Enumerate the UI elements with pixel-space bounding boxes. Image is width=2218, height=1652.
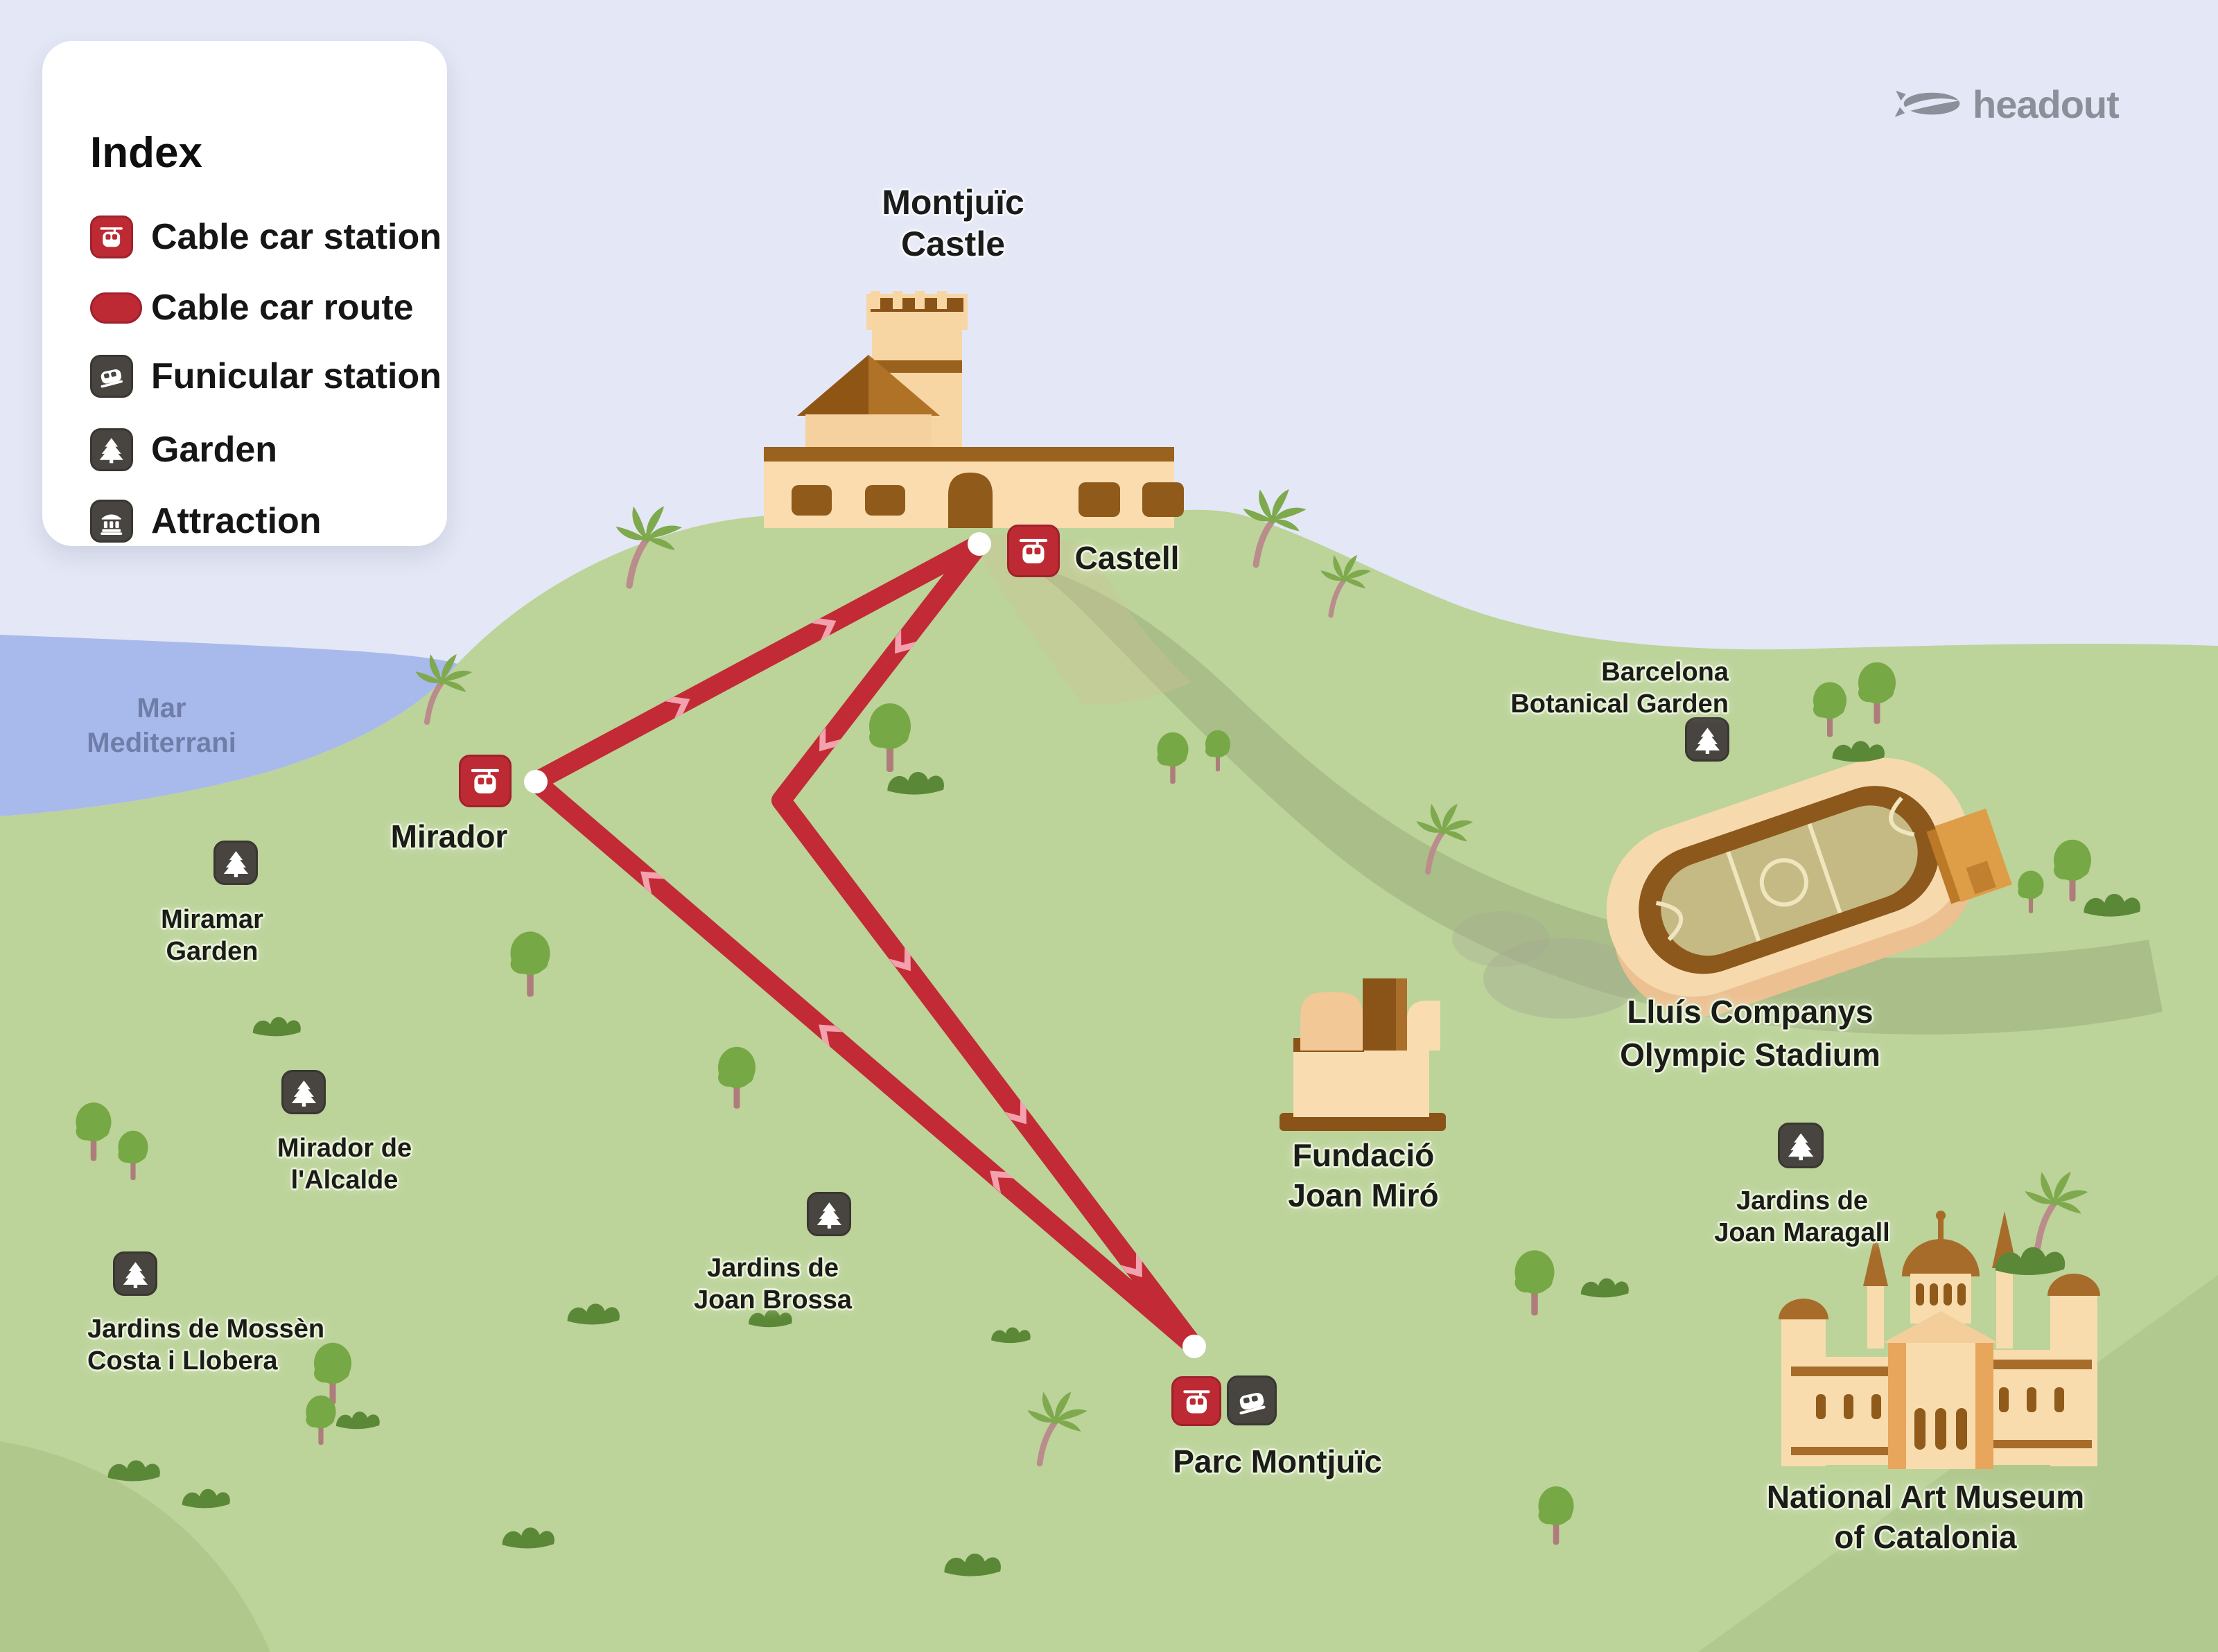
label-montjuic-castle: Montjuïc Castle xyxy=(882,182,1024,265)
legend-item-cable-car-station: Cable car station xyxy=(90,216,442,258)
label-miramar-garden: Miramar Garden xyxy=(161,904,263,967)
label-jardins-maragall: Jardins de Joan Maragall xyxy=(1714,1185,1889,1249)
funicular-icon xyxy=(1239,1392,1266,1414)
miramar-garden-icon[interactable] xyxy=(213,841,258,885)
sea-mediterranean xyxy=(0,635,457,816)
pine-tree-icon xyxy=(223,850,248,877)
cable-car-station-icon xyxy=(90,216,133,258)
label-botanical-garden: Barcelona Botanical Garden xyxy=(1510,656,1729,720)
legend-item-label: Cable car route xyxy=(151,288,414,328)
label-jardins-mossen: Jardins de Mossèn Costa i Llobera xyxy=(87,1313,324,1377)
label-mar-mediterrani: Mar Mediterrani xyxy=(87,691,236,760)
botanical-garden-icon[interactable] xyxy=(1685,717,1729,762)
label-line: l'Alcalde xyxy=(290,1166,399,1195)
parc-route-dot xyxy=(1182,1335,1206,1358)
label-jardins-brossa: Jardins de Joan Brossa xyxy=(694,1252,852,1316)
legend-item-label: Garden xyxy=(151,430,278,470)
attraction-icon xyxy=(90,500,133,543)
funicular-station-icon xyxy=(90,355,133,398)
cable-car-icon xyxy=(1019,539,1048,564)
pine-tree-icon xyxy=(123,1261,148,1288)
terrain-corner-shade xyxy=(0,1441,270,1652)
label-olympic-stadium: Lluís Companys Olympic Stadium xyxy=(1620,990,1880,1076)
label-line: Castell xyxy=(1074,540,1180,576)
olympic-stadium-illustration xyxy=(1606,757,2012,1017)
legend-title: Index xyxy=(90,129,202,177)
label-line: Miramar xyxy=(161,905,263,934)
legend-item-attraction: Attraction xyxy=(90,500,322,543)
label-line: Jardins de xyxy=(1736,1186,1869,1215)
rocky-patch-small xyxy=(1452,911,1549,967)
legend-item-garden: Garden xyxy=(90,428,277,471)
terrain-shadow-ridge xyxy=(1019,561,2163,1035)
label-line: Mediterrani xyxy=(87,728,236,758)
cable-car-icon xyxy=(1182,1390,1210,1414)
label-line: Mar xyxy=(137,693,186,723)
castell-cable-car-station-icon[interactable] xyxy=(1007,525,1060,577)
cable-car-route-swatch xyxy=(90,292,142,324)
cable-car-route xyxy=(524,532,1206,1358)
label-station-parc-montjuic: Parc Montjuïc xyxy=(1173,1441,1382,1482)
headout-logo: headout xyxy=(1891,82,2120,127)
label-line: Joan Brossa xyxy=(693,1285,853,1315)
parc-cable-car-station-icon[interactable] xyxy=(1171,1376,1221,1426)
national-art-museum-illustration xyxy=(1779,1211,2100,1469)
jardins-brossa-garden-icon[interactable] xyxy=(807,1192,851,1236)
jardins-mossen-garden-icon[interactable] xyxy=(113,1251,157,1296)
label-line: Fundació xyxy=(1292,1137,1435,1173)
label-fundacio-joan-miro: Fundació Joan Miró xyxy=(1288,1135,1438,1215)
mirador-alcalde-garden-icon[interactable] xyxy=(281,1070,326,1114)
rocky-patch xyxy=(1483,938,1643,1019)
label-line: Joan Miró xyxy=(1288,1177,1439,1213)
parc-funicular-station-icon[interactable] xyxy=(1227,1376,1277,1425)
castell-route-dot xyxy=(968,532,991,556)
legend-item-label: Attraction xyxy=(151,501,322,541)
pine-tree-icon xyxy=(817,1202,841,1229)
label-line: Jardins de xyxy=(706,1254,839,1283)
mirador-route-dot xyxy=(524,770,548,793)
label-mirador-alcalde: Mirador de l'Alcalde xyxy=(277,1132,412,1196)
label-line: Lluís Companys xyxy=(1627,994,1874,1030)
pine-tree-icon xyxy=(1788,1133,1814,1161)
label-line: Mirador xyxy=(390,818,508,854)
label-line: National Art Museum xyxy=(1766,1479,2085,1515)
label-line: Parc Montjuïc xyxy=(1173,1443,1382,1479)
label-line: Joan Maragall xyxy=(1714,1218,1890,1247)
montjuic-castle-illustration xyxy=(764,291,1184,528)
label-line: Jardins de Mossèn xyxy=(87,1315,325,1344)
label-station-castell: Castell xyxy=(1075,538,1180,578)
jardins-maragall-garden-icon[interactable] xyxy=(1778,1123,1824,1168)
headout-logo-text: headout xyxy=(1973,82,2120,126)
label-line: Botanical Garden xyxy=(1510,689,1729,719)
headout-blimp-icon xyxy=(1894,90,1960,117)
label-line: Garden xyxy=(166,937,259,966)
legend-item-label: Funicular station xyxy=(151,356,442,396)
label-line: Montjuïc xyxy=(882,183,1024,222)
label-line: Costa i Llobera xyxy=(87,1346,278,1376)
label-national-art-museum: National Art Museum of Catalonia xyxy=(1767,1477,2084,1557)
label-station-mirador: Mirador xyxy=(391,816,508,856)
label-line: of Catalonia xyxy=(1834,1519,2017,1555)
label-line: Castle xyxy=(900,225,1006,263)
legend-item-label: Cable car station xyxy=(151,217,442,257)
legend-item-cable-car-route: Cable car route xyxy=(90,286,414,329)
pine-tree-icon xyxy=(291,1080,316,1107)
cable-car-icon xyxy=(471,769,500,794)
garden-icon xyxy=(90,428,133,471)
legend-item-funicular-station: Funicular station xyxy=(90,355,442,398)
legend-panel: Index Cable car station Cable xyxy=(42,41,447,546)
fundacio-joan-miro-illustration xyxy=(1280,978,1446,1131)
label-line: Olympic Stadium xyxy=(1620,1037,1880,1073)
mirador-cable-car-station-icon[interactable] xyxy=(459,755,512,807)
label-line: Mirador de xyxy=(277,1134,412,1163)
label-line: Barcelona xyxy=(1601,658,1729,687)
pine-tree-icon xyxy=(1695,727,1720,754)
